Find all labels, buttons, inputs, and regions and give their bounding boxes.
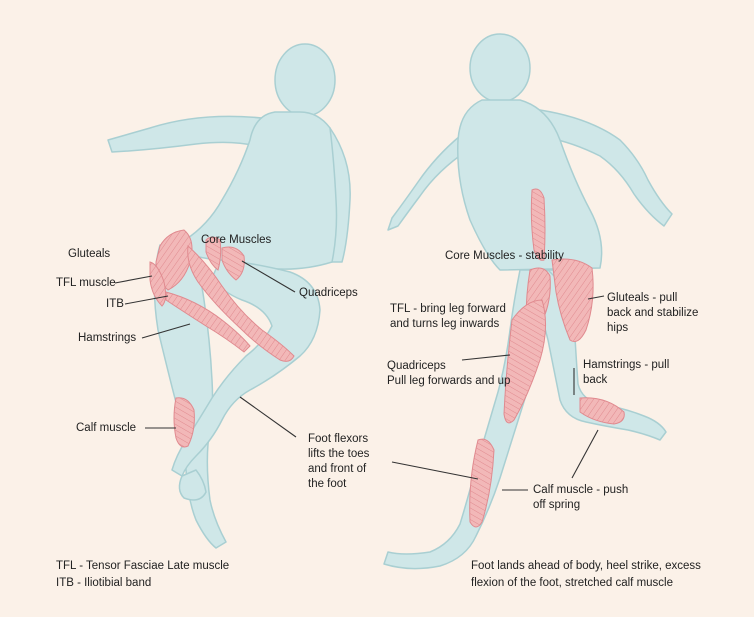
left-front-leg bbox=[171, 259, 321, 477]
left-front-foot bbox=[178, 469, 207, 501]
footnote-right-foot-landing: Foot lands ahead of body, heel strike, e… bbox=[471, 560, 701, 589]
left-tfl-muscle bbox=[149, 261, 167, 307]
label-left-calf-muscle: Calf muscle bbox=[76, 422, 137, 434]
right-arm-back bbox=[539, 109, 673, 227]
right-core-muscle bbox=[530, 188, 546, 261]
left-runner-muscles bbox=[149, 229, 295, 448]
label-right-quadriceps: Quadriceps Pull leg forwards and up bbox=[387, 360, 511, 387]
left-head bbox=[274, 43, 336, 117]
label-right-hamstrings: Hamstrings - pull back bbox=[583, 359, 670, 386]
left-leader-lines bbox=[114, 260, 297, 438]
label-left-core-muscles: Core Muscles bbox=[201, 234, 272, 246]
left-quadriceps-muscle bbox=[221, 246, 245, 281]
right-runner-muscles bbox=[469, 188, 625, 528]
left-core-muscle bbox=[205, 236, 222, 271]
left-calf-muscle bbox=[173, 397, 195, 448]
right-gluteals-muscle bbox=[551, 258, 594, 343]
right-head bbox=[469, 33, 531, 103]
left-back-leg bbox=[153, 244, 227, 549]
label-right-gluteals: Gluteals - pull back and stabilize hips bbox=[607, 292, 699, 334]
label-right-tfl: TFL - bring leg forward and turns leg in… bbox=[390, 303, 506, 330]
left-arm-raised bbox=[107, 115, 263, 153]
label-left-quadriceps: Quadriceps bbox=[299, 287, 358, 299]
left-itb-muscle bbox=[165, 291, 251, 353]
left-hamstrings-muscle bbox=[187, 244, 295, 362]
right-quadriceps-muscle bbox=[503, 299, 546, 424]
right-torso bbox=[457, 99, 603, 271]
label-left-hamstrings: Hamstrings bbox=[78, 332, 137, 344]
right-arm-forward bbox=[387, 135, 469, 231]
footnote-left-abbreviations: TFL - Tensor Fasciae Late muscle ITB - I… bbox=[56, 560, 230, 589]
left-runner-body bbox=[107, 43, 351, 549]
right-hamstrings-muscle bbox=[579, 397, 625, 425]
label-left-gluteals: Gluteals bbox=[68, 248, 111, 260]
label-right-calf: Calf muscle - push off spring bbox=[533, 484, 629, 511]
label-left-itb: ITB bbox=[106, 298, 124, 310]
right-leader-lines bbox=[391, 295, 605, 491]
label-left-foot-flexors: Foot flexors lifts the toes and front of… bbox=[308, 433, 370, 490]
label-right-core-stability: Core Muscles - stability bbox=[445, 250, 564, 262]
right-calf-muscle bbox=[469, 438, 495, 528]
label-left-tfl-muscle: TFL muscle bbox=[56, 277, 116, 289]
